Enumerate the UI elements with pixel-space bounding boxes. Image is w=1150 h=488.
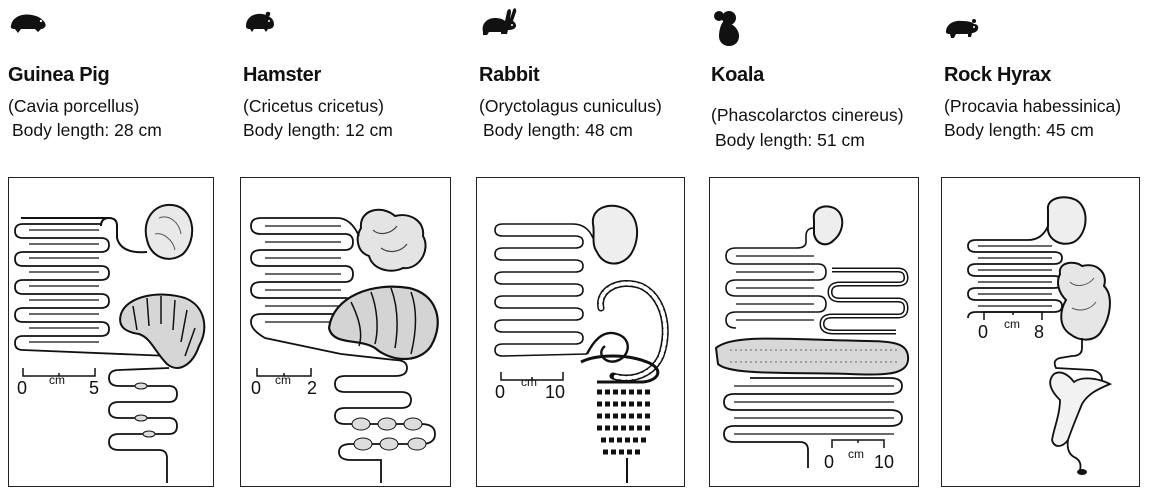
digestive-tract-diagram: 0 cm 8 <box>942 178 1141 488</box>
species-body-length: Body length: 51 cm <box>715 130 865 151</box>
species-name: Koala <box>711 64 764 87</box>
scale-min: 0 <box>978 322 988 342</box>
species-column-koala: Koala (Phascolarctos cinereus) Body leng… <box>711 0 931 481</box>
rabbit-icon <box>479 4 519 38</box>
rock-hyrax-icon <box>944 14 980 40</box>
koala-icon <box>711 8 745 48</box>
species-latin-name: (Oryctolagus cuniculus) <box>479 96 662 117</box>
scale-min: 0 <box>495 382 505 402</box>
scale-min: 0 <box>251 378 261 398</box>
species-name: Hamster <box>243 64 321 87</box>
scale-unit: cm <box>275 373 291 387</box>
species-column-hamster: Hamster (Cricetus cricetus) Body length:… <box>243 0 463 481</box>
species-column-rabbit: Rabbit (Oryctolagus cuniculus) Body leng… <box>479 0 699 481</box>
digestive-tract-panel: 0 cm 8 <box>941 177 1140 487</box>
species-name: Rabbit <box>479 64 539 87</box>
scale-max: 5 <box>89 378 99 398</box>
digestive-tract-panel: 0 cm 2 <box>240 177 451 487</box>
digestive-tract-diagram: 0 cm 10 <box>477 178 686 488</box>
scale-max: 2 <box>307 378 317 398</box>
hamster-icon <box>243 8 277 34</box>
species-latin-name: (Procavia habessinica) <box>944 96 1121 117</box>
digestive-tract-diagram: 0 cm 2 <box>241 178 452 488</box>
scale-unit: cm <box>49 373 65 387</box>
digestive-tract-panel: 0 cm 10 <box>476 177 685 487</box>
scale-unit: cm <box>848 447 864 461</box>
species-latin-name: (Cricetus cricetus) <box>243 96 384 117</box>
species-body-length: Body length: 28 cm <box>12 120 162 141</box>
species-column-rock-hyrax: Rock Hyrax (Procavia habessinica) Body l… <box>944 0 1150 481</box>
species-name: Rock Hyrax <box>944 64 1051 87</box>
species-latin-name: (Cavia porcellus) <box>8 96 139 117</box>
scale-max: 8 <box>1034 322 1044 342</box>
scale-unit: cm <box>521 375 537 389</box>
digestive-tract-panel: 0 cm 10 <box>709 177 919 487</box>
species-body-length: Body length: 12 cm <box>243 120 393 141</box>
scale-unit: cm <box>1004 317 1020 331</box>
digestive-tract-panel: 0 cm 5 <box>8 177 214 487</box>
species-body-length: Body length: 48 cm <box>483 120 633 141</box>
guinea-pig-icon <box>8 8 48 38</box>
scale-max: 10 <box>545 382 565 402</box>
species-latin-name: (Phascolarctos cinereus) <box>711 105 904 126</box>
digestive-tract-diagram: 0 cm 5 <box>9 178 215 488</box>
scale-max: 10 <box>874 452 894 472</box>
digestive-tract-diagram: 0 cm 10 <box>710 178 920 488</box>
scale-min: 0 <box>824 452 834 472</box>
species-body-length: Body length: 45 cm <box>944 120 1094 141</box>
scale-min: 0 <box>17 378 27 398</box>
species-column-guinea-pig: Guinea Pig (Cavia porcellus) Body length… <box>8 0 228 481</box>
species-name: Guinea Pig <box>8 64 109 87</box>
